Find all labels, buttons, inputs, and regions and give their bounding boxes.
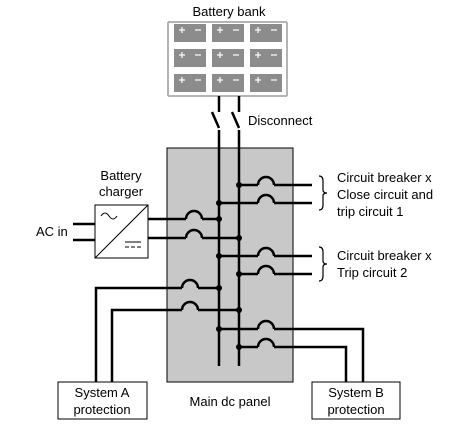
battery-charger-label-line2: charger [99, 184, 144, 199]
ac-input-wires [73, 222, 95, 242]
battery-charger [94, 204, 149, 259]
system-b-box [311, 381, 401, 420]
cb2-branch [219, 246, 312, 276]
system-a-label-line1: System A [75, 385, 130, 400]
ac-wave-icon [100, 212, 118, 220]
battery-cells [174, 24, 282, 92]
battery-bank-label: Battery bank [193, 4, 266, 19]
disconnect-blade-left [210, 111, 221, 129]
cb2-label-line1: Circuit breaker x [337, 248, 432, 263]
cb2-brace [318, 246, 328, 282]
battery-bank [167, 21, 288, 97]
cb1-branch [219, 175, 312, 205]
system-a-box [57, 381, 148, 420]
system-a-wires [94, 278, 239, 382]
system-a-label-line2: protection [73, 402, 130, 417]
cb1-label-line1: Circuit breaker x [337, 170, 432, 185]
cb1-label-line2: Close circuit and [337, 187, 433, 202]
disconnect-blade-right [230, 111, 241, 129]
main-panel-label: Main dc panel [190, 394, 271, 409]
system-b-wires [219, 319, 365, 382]
charger-output-wires [148, 209, 239, 240]
cb1-label-line3: trip circuit 1 [337, 204, 403, 219]
cb2-label-line2: Trip circuit 2 [337, 265, 407, 280]
battery-bank-grid [167, 21, 288, 97]
cb1-brace [318, 175, 328, 211]
ac-in-label: AC in [36, 224, 68, 239]
battery-charger-label-line1: Battery [100, 168, 142, 183]
system-b-label-line2: protection [327, 402, 384, 417]
disconnect-label: Disconnect [248, 113, 313, 128]
system-b-label-line1: System B [328, 385, 384, 400]
battery-terminals [179, 27, 277, 83]
